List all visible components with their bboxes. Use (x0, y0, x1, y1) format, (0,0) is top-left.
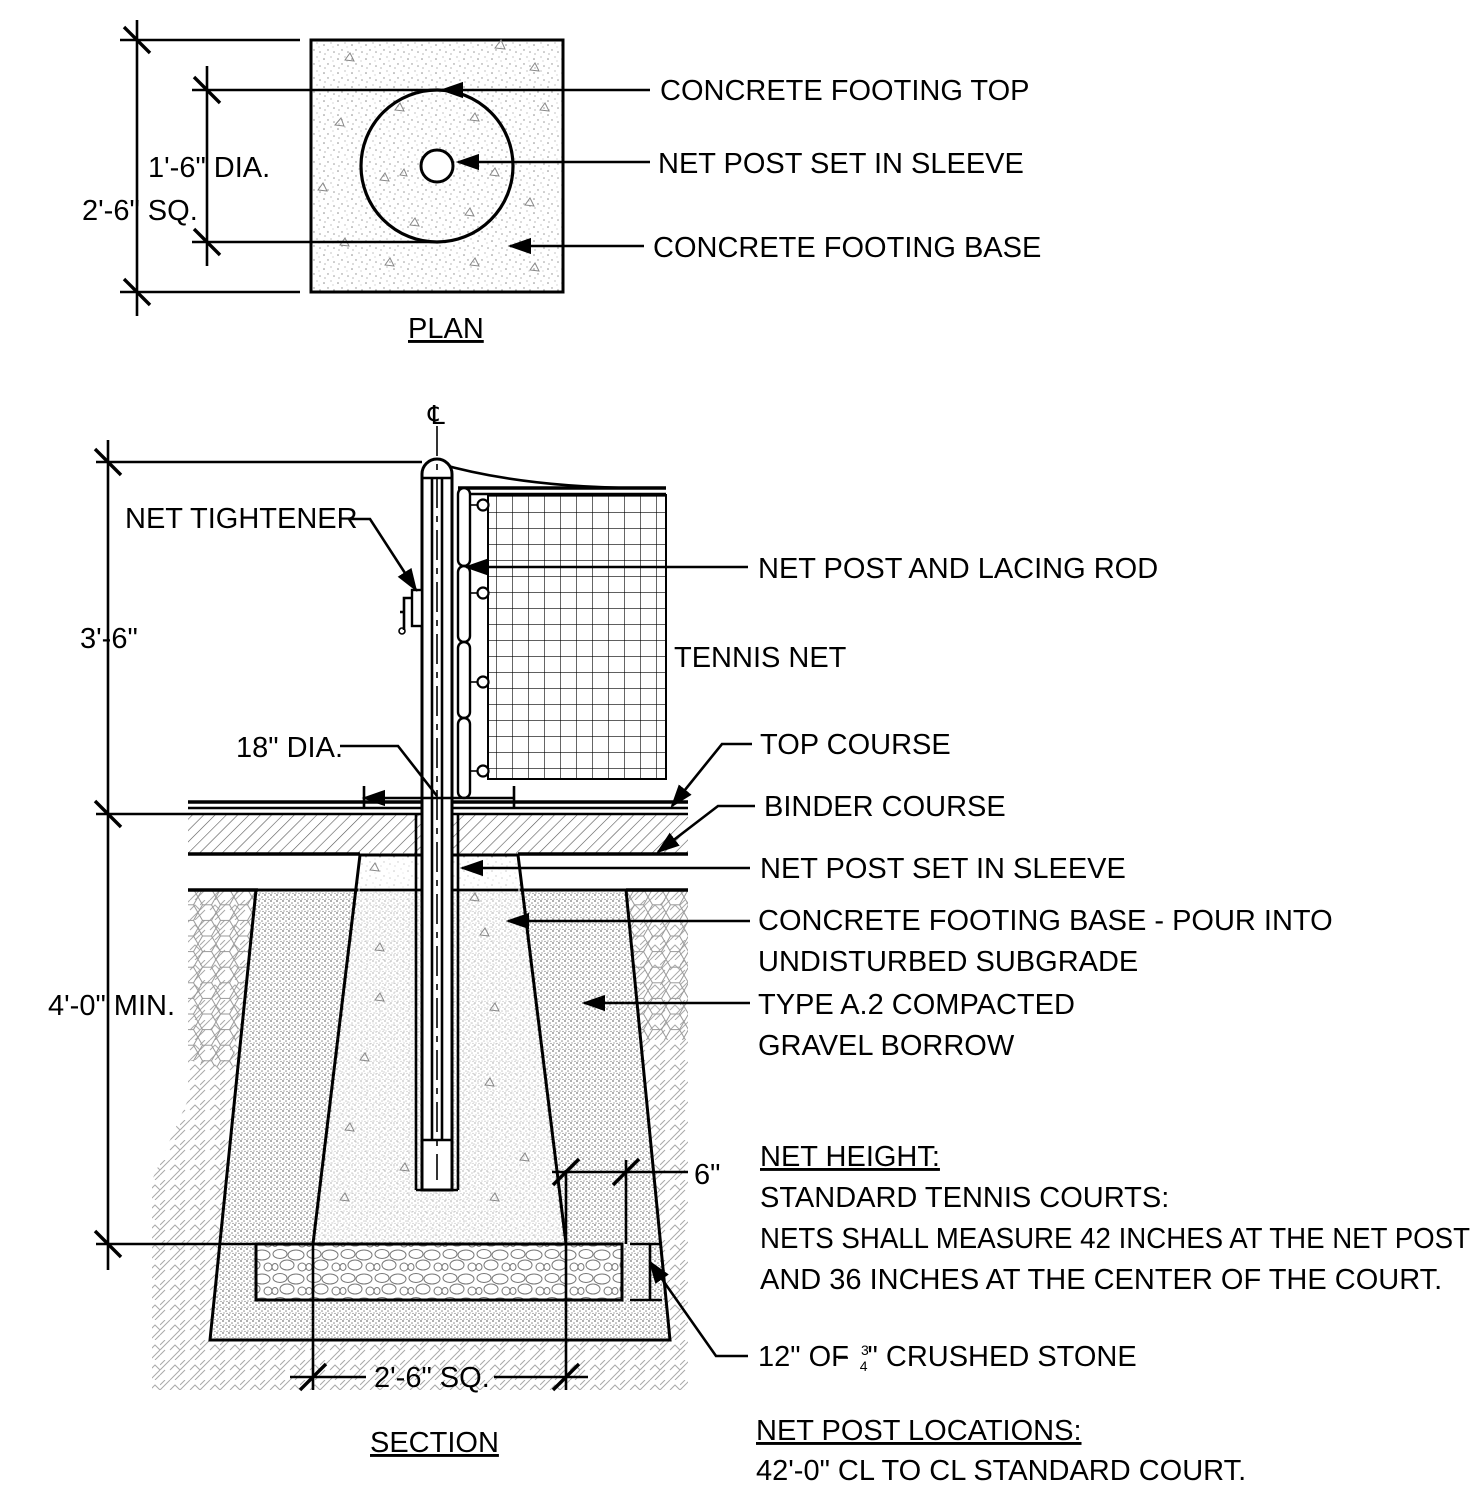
notes: NET HEIGHT: STANDARD TENNIS COURTS: NETS… (756, 1141, 1470, 1486)
net-height-heading: NET HEIGHT: (760, 1141, 940, 1173)
label-top-course: TOP COURSE (760, 729, 951, 761)
tennis-net-mesh (487, 494, 667, 780)
label-gravel-1: TYPE A.2 COMPACTED (758, 989, 1075, 1021)
locations-line-1: 42'-0" CL TO CL STANDARD COURT. (756, 1455, 1246, 1486)
plan-label-post-sleeve: NET POST SET IN SLEEVE (658, 148, 1024, 180)
label-gravel-2: GRAVEL BORROW (758, 1030, 1015, 1062)
dim-18-dia (361, 786, 516, 808)
plan-dim-diameter (192, 66, 437, 266)
net-height-line-1: STANDARD TENNIS COURTS: (760, 1182, 1169, 1214)
label-tennis-net: TENNIS NET (674, 642, 847, 674)
net-tightener (398, 588, 424, 635)
subgrade-honeycomb-left (188, 890, 258, 1070)
lacing-rod (456, 486, 490, 800)
leader-binder-course (656, 804, 755, 854)
leader-crushed-stone (648, 1260, 748, 1358)
label-binder-course: BINDER COURSE (764, 791, 1006, 823)
dim-height (93, 440, 422, 1270)
locations-heading: NET POST LOCATIONS: (756, 1415, 1082, 1447)
dim-six-inch (551, 1157, 688, 1244)
footing-aggregate-marks (339, 862, 530, 1202)
centerline-symbol: ℄ (427, 400, 445, 430)
plan-dim-square-text: 2'-6" SQ. (82, 195, 198, 227)
net-post (414, 457, 460, 1192)
fraction-three-quarters: 3 (861, 1342, 869, 1358)
plan-label-footing-base: CONCRETE FOOTING BASE (653, 232, 1041, 264)
label-net-tightener: NET TIGHTENER (125, 503, 358, 535)
leader-18-dia (340, 744, 439, 797)
leader-net-tightener (350, 517, 418, 592)
crushed-stone-layer (254, 1242, 624, 1302)
leader-top-course (670, 742, 752, 808)
dim-bottom-square (290, 1244, 588, 1392)
plan-dim-diameter-text: 1'-6" DIA. (148, 152, 270, 184)
net-height-line-3: AND 36 INCHES AT THE CENTER OF THE COURT… (760, 1264, 1442, 1296)
dim-height-text: 3'-6" (80, 623, 138, 655)
plan-circle-aggregate (379, 102, 500, 227)
label-post-lacing: NET POST AND LACING ROD (758, 553, 1158, 585)
plan-title: PLAN (408, 313, 484, 345)
section-title: SECTION (370, 1427, 499, 1459)
plan-label-footing-top: CONCRETE FOOTING TOP (660, 75, 1030, 107)
centerline: ℄ (427, 400, 445, 1180)
dim-depth-text: 4'-0" MIN. (48, 990, 175, 1022)
plan-dim-square (120, 20, 300, 316)
net-cable (436, 461, 667, 490)
dim-six-inch-text: 6" (694, 1159, 720, 1191)
label-18-dia: 18" DIA. (236, 732, 343, 764)
label-post-sleeve: NET POST SET IN SLEEVE (760, 853, 1126, 885)
plan-net-post-circle (419, 148, 455, 184)
section-view: ℄ NET TIGHTENER 18" DIA. 3'-6" (48, 400, 1333, 1459)
label-footing-base-1: CONCRETE FOOTING BASE - POUR INTO (758, 905, 1333, 937)
net-height-line-2: NETS SHALL MEASURE 42 INCHES AT THE NET … (760, 1223, 1470, 1255)
dim-bottom-square-text: 2'-6" SQ. (374, 1362, 490, 1394)
plan-view: 2'-6" SQ. 1'-6" DIA. CONCRETE FOOTING TO… (82, 20, 1041, 345)
label-footing-base-2: UNDISTURBED SUBGRADE (758, 946, 1138, 978)
